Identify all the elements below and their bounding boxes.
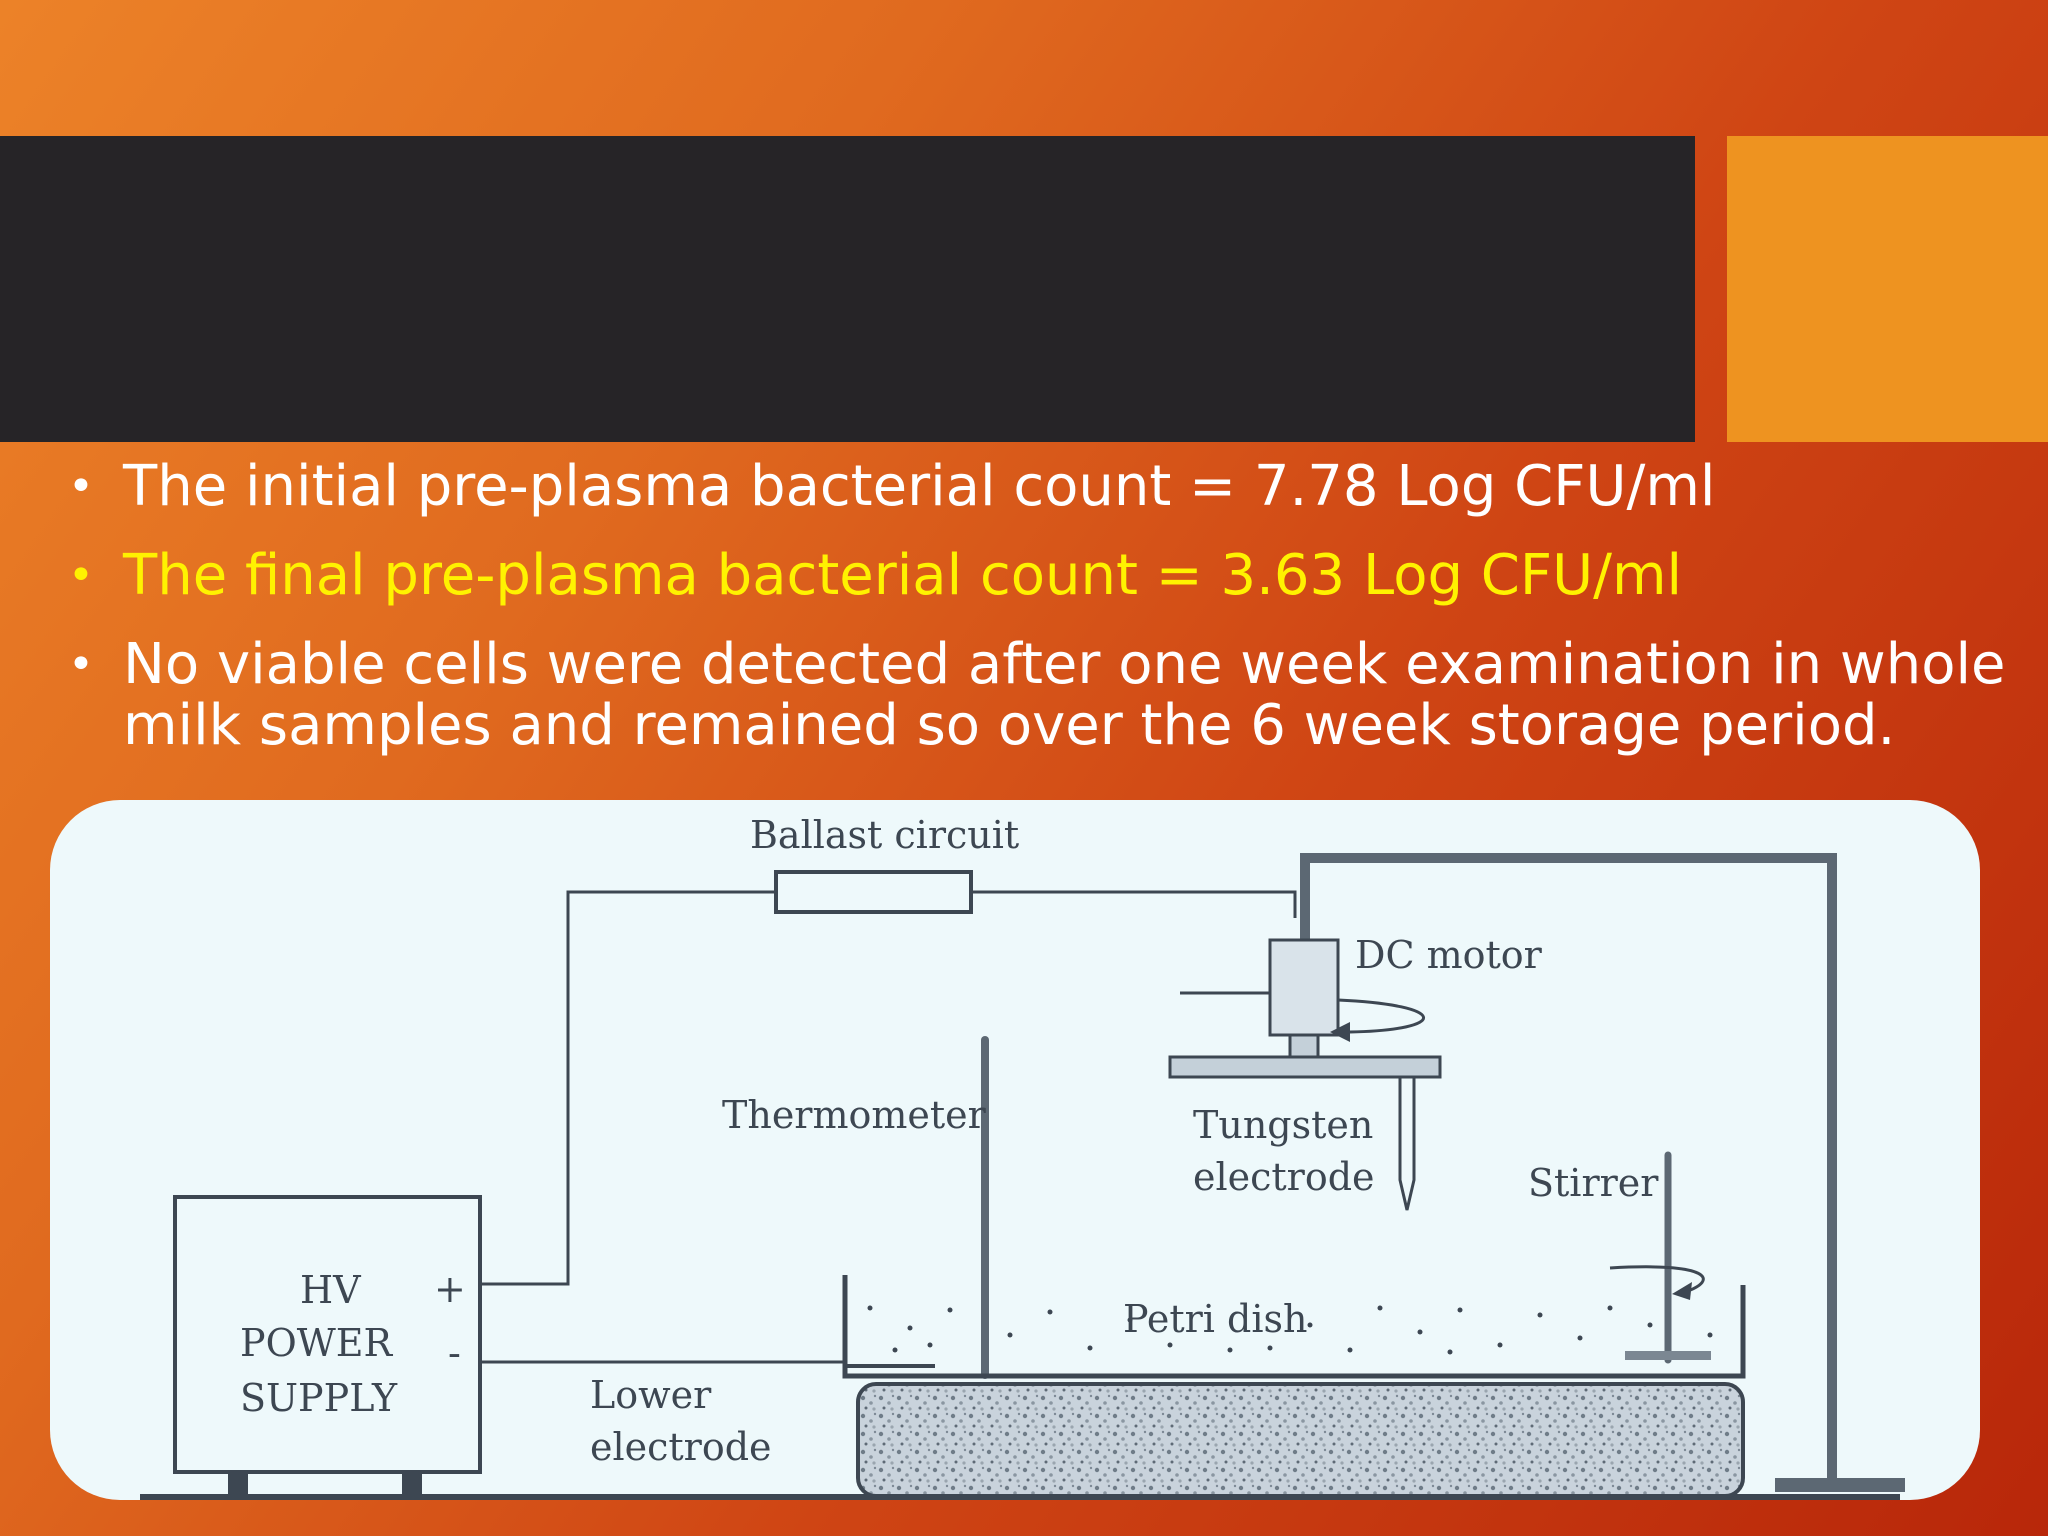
- label-lower-line2: electrode: [590, 1425, 772, 1469]
- tungsten-electrode-needle: [1398, 1075, 1416, 1211]
- stirrer-rotation-arrow: [1609, 1265, 1705, 1294]
- bullet-initial-count: The initial pre-plasma bacterial count =…: [68, 456, 2038, 517]
- hv-power-supply-box: [173, 1195, 482, 1474]
- label-petri-dish: Petri dish: [1123, 1297, 1307, 1341]
- petri-liquid-dots: [867, 1305, 1713, 1355]
- bullet-final-count: The final pre-plasma bacterial count = 3…: [68, 545, 2038, 606]
- stirrer-paddle: [1625, 1351, 1711, 1360]
- label-power: POWER: [240, 1321, 394, 1365]
- ballast-resistor: [774, 870, 973, 914]
- label-hv: HV: [300, 1268, 361, 1312]
- label-supply: SUPPLY: [240, 1376, 398, 1420]
- stirrer-arrow-head: [1672, 1282, 1692, 1300]
- label-plus: +: [434, 1267, 466, 1311]
- supply-foot-left: [228, 1472, 248, 1496]
- petri-dish: [842, 1275, 1746, 1379]
- electrode-holder-plate: [1168, 1055, 1442, 1079]
- label-tungsten-line1: Tungsten: [1193, 1103, 1373, 1147]
- speckled-base-block: [856, 1382, 1745, 1498]
- title-bar: [0, 136, 1695, 442]
- bullet-no-viable-cells: No viable cells were detected after one …: [68, 634, 2038, 756]
- apparatus-diagram: Ballast circuit DC motor Thermometer Tun…: [50, 800, 1980, 1500]
- stand-frame: [1300, 853, 1837, 1478]
- label-minus: -: [448, 1331, 461, 1375]
- label-thermometer: Thermometer: [722, 1093, 987, 1137]
- stand-base: [1775, 1478, 1905, 1492]
- label-tungsten-line2: electrode: [1193, 1155, 1375, 1199]
- motor-shaft: [1288, 1033, 1320, 1059]
- apparatus-svg: Ballast circuit DC motor Thermometer Tun…: [140, 813, 1905, 1500]
- label-dc-motor: DC motor: [1355, 933, 1543, 977]
- ballast-to-motor-wire: [971, 890, 1297, 918]
- supply-foot-right: [402, 1472, 422, 1496]
- accent-box: [1727, 136, 2048, 442]
- bullet-list: The initial pre-plasma bacterial count =…: [68, 456, 2038, 784]
- motor-arrow-head: [1330, 1022, 1350, 1042]
- positive-wire: [480, 890, 776, 1286]
- label-stirrer: Stirrer: [1528, 1161, 1659, 1205]
- motor-rotation-arrow: [1337, 998, 1425, 1034]
- label-ballast-circuit: Ballast circuit: [750, 813, 1019, 857]
- label-lower-line1: Lower: [590, 1373, 712, 1417]
- dc-motor: [1268, 938, 1340, 1037]
